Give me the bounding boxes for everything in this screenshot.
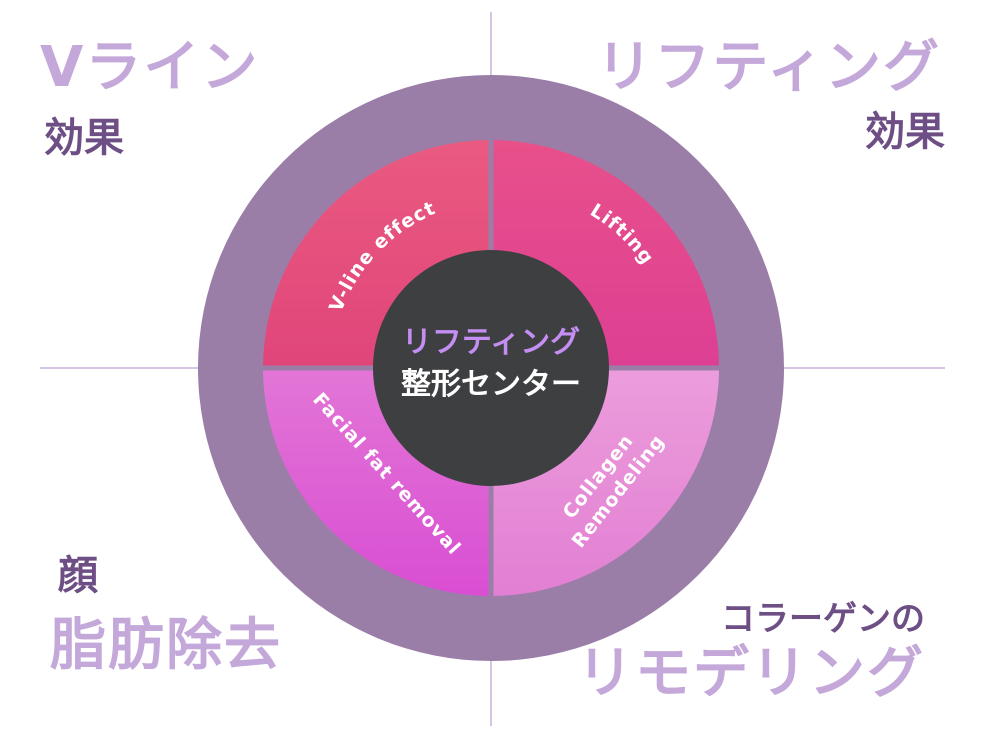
corner-title-fat-removal: 脂肪除去 <box>50 613 282 678</box>
corner-subtitle-v-line: 効果 <box>44 115 124 161</box>
corner-subtitle-fat-removal: 顔 <box>58 553 98 599</box>
corner-subtitle-lifting: 効果 <box>865 109 945 155</box>
center-subtitle: 整形センター <box>401 367 581 402</box>
corner-subtitle-collagen: コラーゲンの <box>721 599 925 639</box>
corner-title-v-line: Vライン <box>40 35 260 100</box>
corner-title-collagen: リモデリング <box>577 641 925 706</box>
center-title: リフティング <box>402 325 580 360</box>
center-hub <box>373 250 609 486</box>
corner-title-lifting: リフティング <box>596 35 941 100</box>
